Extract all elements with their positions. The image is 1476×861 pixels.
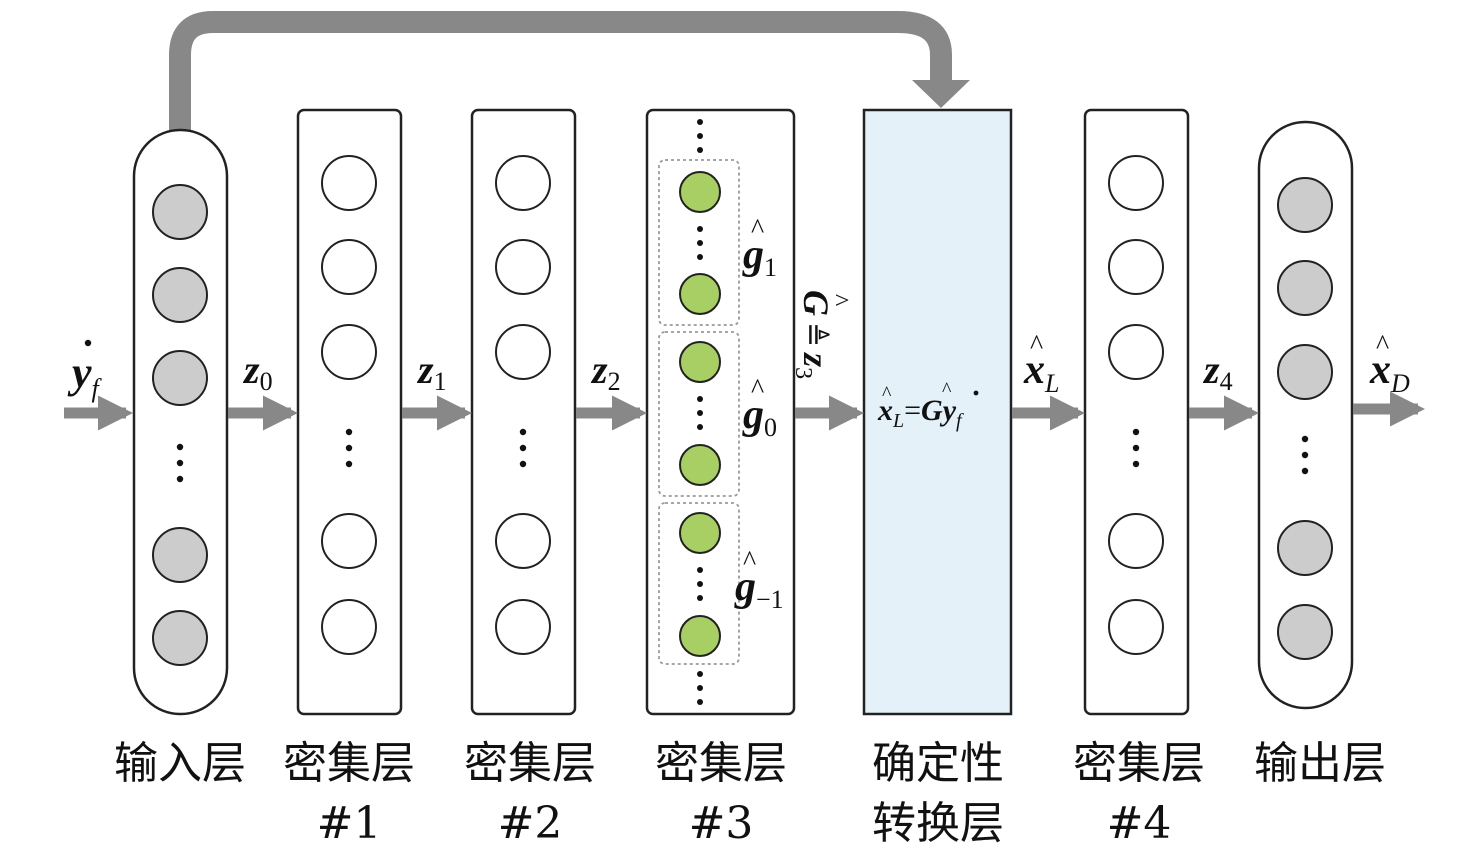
group-box-g0 xyxy=(658,331,740,497)
svg-text:^: ^ xyxy=(825,294,854,306)
transform-layer-box xyxy=(862,108,1013,716)
layer-label-dense2: 密集层#2 xyxy=(464,738,596,849)
dense1-node xyxy=(321,324,377,380)
label-z2: z2 xyxy=(590,347,621,396)
label-input-y: yf xyxy=(67,348,103,403)
output-node xyxy=(1277,177,1333,233)
dense3-node xyxy=(679,444,721,486)
dense3-node xyxy=(679,273,721,315)
dense1-node xyxy=(321,513,377,569)
transform-equation: xL=Gyf xyxy=(877,394,964,432)
dense4-node xyxy=(1108,599,1164,655)
output-node xyxy=(1277,344,1333,400)
dense-layer-2-nodes xyxy=(495,155,551,655)
group-box-g-1 xyxy=(658,502,740,665)
dense-layer-1-nodes xyxy=(321,155,377,655)
output-node xyxy=(1277,604,1333,660)
flow-arrows xyxy=(64,391,1426,431)
layer-label-dense1: 密集层#1 xyxy=(283,738,415,849)
group-label-g0: g0 xyxy=(742,392,777,442)
input-node xyxy=(152,527,208,583)
label-z4: z4 xyxy=(1202,347,1233,396)
dense4-node xyxy=(1108,513,1164,569)
group-label-g-1: g−1 xyxy=(734,564,784,614)
dense4-node xyxy=(1108,155,1164,211)
layer-label-transform: 确定性转换层 xyxy=(872,738,1004,849)
ellipsis-dots xyxy=(176,119,1309,705)
dense2-node xyxy=(495,599,551,655)
dense2-node xyxy=(495,513,551,569)
layer-label-output: 输出层 xyxy=(1254,738,1386,789)
group-label-g1: g1 xyxy=(742,232,777,282)
dense3-node xyxy=(679,171,721,213)
output-node xyxy=(1277,260,1333,316)
hat-g1: ^ xyxy=(751,214,764,245)
layer-label-input: 输入层 xyxy=(114,738,246,789)
layer-label-dense4: 密集层#4 xyxy=(1073,738,1205,849)
dense3-node xyxy=(679,512,721,554)
signal-labels: yf z0 z1 z2 G≜z3 ^ xL ^ z4 xD ^ g1 ^ g0 … xyxy=(67,214,1410,614)
dense2-node xyxy=(495,324,551,380)
hat-g-1: ^ xyxy=(743,546,756,577)
hat-eq-x: ^ xyxy=(882,383,892,405)
dense4-node xyxy=(1108,324,1164,380)
dense2-node xyxy=(495,155,551,211)
dense2-node xyxy=(495,239,551,295)
dot-accent xyxy=(84,339,92,347)
dense1-node xyxy=(321,599,377,655)
hat-g0: ^ xyxy=(751,374,764,405)
input-node xyxy=(152,184,208,240)
input-node xyxy=(152,267,208,323)
input-layer-nodes xyxy=(152,184,208,666)
output-layer-nodes xyxy=(1277,177,1333,660)
dense3-node xyxy=(679,341,721,383)
output-node xyxy=(1277,520,1333,576)
label-xD: xD xyxy=(1369,347,1410,398)
layer-label-dense3: 密集层#3 xyxy=(655,738,787,849)
input-node xyxy=(152,610,208,666)
dense1-node xyxy=(321,239,377,295)
skip-connection-arrow xyxy=(169,10,952,130)
input-node xyxy=(152,350,208,406)
dense-layer-3-box xyxy=(645,108,796,716)
hat-eq-G: ^ xyxy=(942,379,952,401)
hat-xL: ^ xyxy=(1030,330,1043,361)
label-z1: z1 xyxy=(416,347,447,396)
skip-connection-arrowhead xyxy=(912,80,970,108)
dense3-node xyxy=(679,615,721,657)
svg-text:G≜z3: G≜z3 xyxy=(790,290,836,379)
dot-eq-y xyxy=(973,390,979,396)
label-xL: xL xyxy=(1023,347,1059,398)
dense-layer-3-nodes xyxy=(679,171,721,657)
dense4-node xyxy=(1108,239,1164,295)
label-z0: z0 xyxy=(242,347,273,396)
dense-layer-4-nodes xyxy=(1108,155,1164,655)
label-G-z3: G≜z3 ^ xyxy=(790,290,854,379)
dense1-node xyxy=(321,155,377,211)
hat-xD: ^ xyxy=(1376,330,1389,361)
